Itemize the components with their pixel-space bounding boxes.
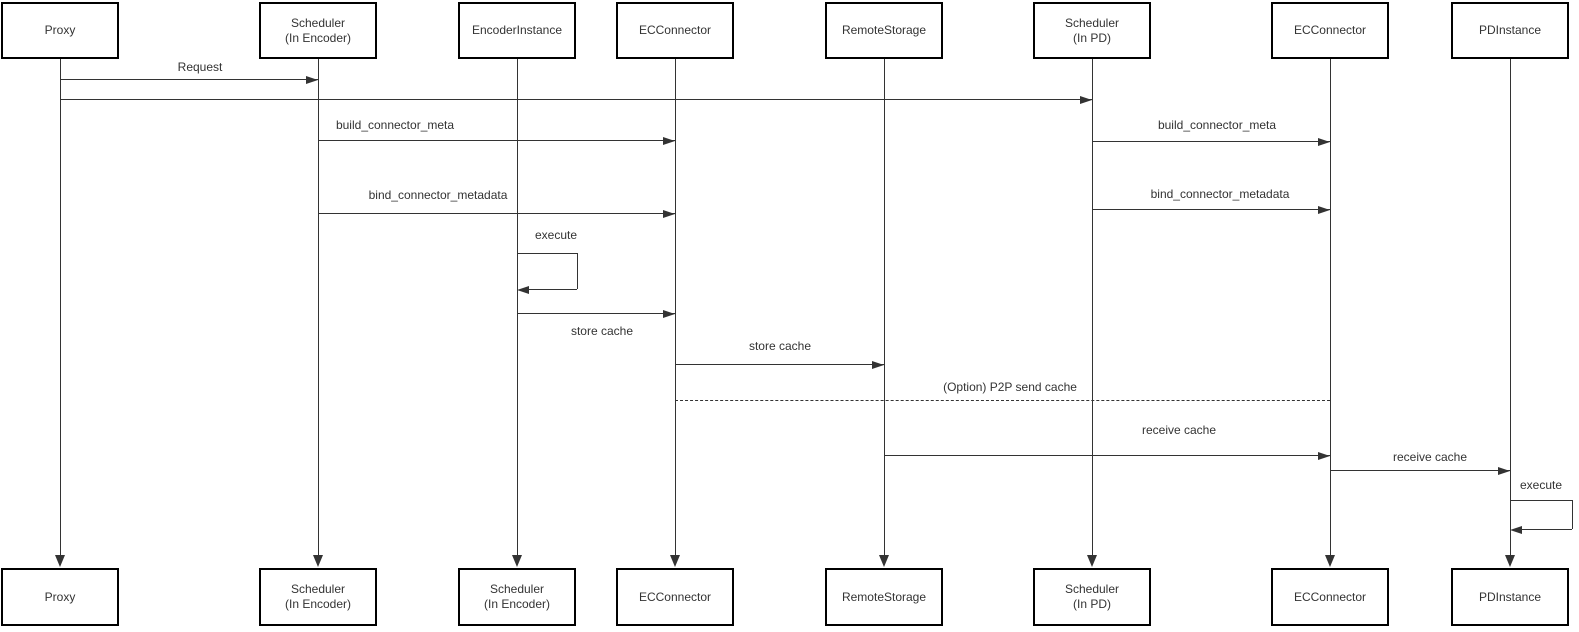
- message-arrowhead-icon: [1318, 138, 1330, 146]
- message-line: [1092, 209, 1330, 210]
- self-message-top-line: [517, 253, 577, 254]
- message-arrowhead-icon: [663, 310, 675, 318]
- message-line: [1330, 470, 1510, 471]
- self-message-right-line: [1572, 500, 1573, 529]
- message-line: [675, 364, 884, 365]
- lifeline: [675, 59, 676, 555]
- lifeline: [517, 59, 518, 555]
- lifeline-end-arrow-icon: [1505, 555, 1515, 567]
- lifeline-end-arrow-icon: [1325, 555, 1335, 567]
- participant-box-bottom: RemoteStorage: [825, 568, 943, 626]
- message-arrowhead-icon: [1498, 467, 1510, 475]
- self-message-right-line: [577, 253, 578, 289]
- participant-box-top: PDInstance: [1451, 2, 1569, 59]
- lifeline-end-arrow-icon: [313, 555, 323, 567]
- self-message-label: execute: [1517, 478, 1565, 492]
- message-label: bind_connector_metadata: [366, 188, 510, 202]
- lifeline: [1510, 59, 1511, 555]
- self-message-arrowhead-icon: [1510, 526, 1522, 534]
- participant-box-top: ECConnector: [1271, 2, 1389, 59]
- participant-box-bottom: Scheduler (In Encoder): [458, 568, 576, 626]
- message-line: [1092, 141, 1330, 142]
- message-label: store cache: [568, 324, 636, 338]
- lifeline: [884, 59, 885, 555]
- participant-box-top: EncoderInstance: [458, 2, 576, 59]
- participant-box-bottom: Proxy: [1, 568, 119, 626]
- participant-box-bottom: Scheduler (In PD): [1033, 568, 1151, 626]
- participant-box-bottom: Scheduler (In Encoder): [259, 568, 377, 626]
- lifeline: [1330, 59, 1331, 555]
- participant-box-top: Proxy: [1, 2, 119, 59]
- message-arrowhead-icon: [663, 210, 675, 218]
- message-line: [675, 400, 1330, 401]
- message-label: build_connector_meta: [1155, 118, 1279, 132]
- message-arrowhead-icon: [1080, 96, 1092, 104]
- message-arrowhead-icon: [872, 361, 884, 369]
- self-message-label: execute: [532, 228, 580, 242]
- message-line: [884, 455, 1330, 456]
- message-arrowhead-icon: [1318, 452, 1330, 460]
- message-line: [60, 99, 1092, 100]
- lifeline: [60, 59, 61, 555]
- message-arrowhead-icon: [663, 137, 675, 145]
- self-message-bottom-line: [1520, 529, 1572, 530]
- message-label: Request: [175, 60, 225, 74]
- message-line: [517, 313, 675, 314]
- message-label: receive cache: [1390, 450, 1470, 464]
- participant-box-top: Scheduler (In Encoder): [259, 2, 377, 59]
- message-line: [60, 79, 318, 80]
- participant-box-bottom: PDInstance: [1451, 568, 1569, 626]
- message-line: [318, 140, 675, 141]
- lifeline-end-arrow-icon: [55, 555, 65, 567]
- message-label: receive cache: [1139, 423, 1219, 437]
- participant-box-top: ECConnector: [616, 2, 734, 59]
- self-message-top-line: [1510, 500, 1572, 501]
- participant-box-top: RemoteStorage: [825, 2, 943, 59]
- message-label: bind_connector_metadata: [1148, 187, 1292, 201]
- lifeline-end-arrow-icon: [1087, 555, 1097, 567]
- lifeline-end-arrow-icon: [879, 555, 889, 567]
- message-line: [318, 213, 675, 214]
- message-label: (Option) P2P send cache: [941, 380, 1079, 394]
- message-arrowhead-icon: [1318, 206, 1330, 214]
- self-message-arrowhead-icon: [517, 286, 529, 294]
- lifeline: [318, 59, 319, 555]
- lifeline-end-arrow-icon: [670, 555, 680, 567]
- participant-box-bottom: ECConnector: [1271, 568, 1389, 626]
- message-label: store cache: [746, 339, 814, 353]
- participant-box-bottom: ECConnector: [616, 568, 734, 626]
- participant-box-top: Scheduler (In PD): [1033, 2, 1151, 59]
- lifeline-end-arrow-icon: [512, 555, 522, 567]
- lifeline: [1092, 59, 1093, 555]
- message-label: build_connector_meta: [333, 118, 457, 132]
- self-message-bottom-line: [527, 289, 577, 290]
- message-arrowhead-icon: [306, 76, 318, 84]
